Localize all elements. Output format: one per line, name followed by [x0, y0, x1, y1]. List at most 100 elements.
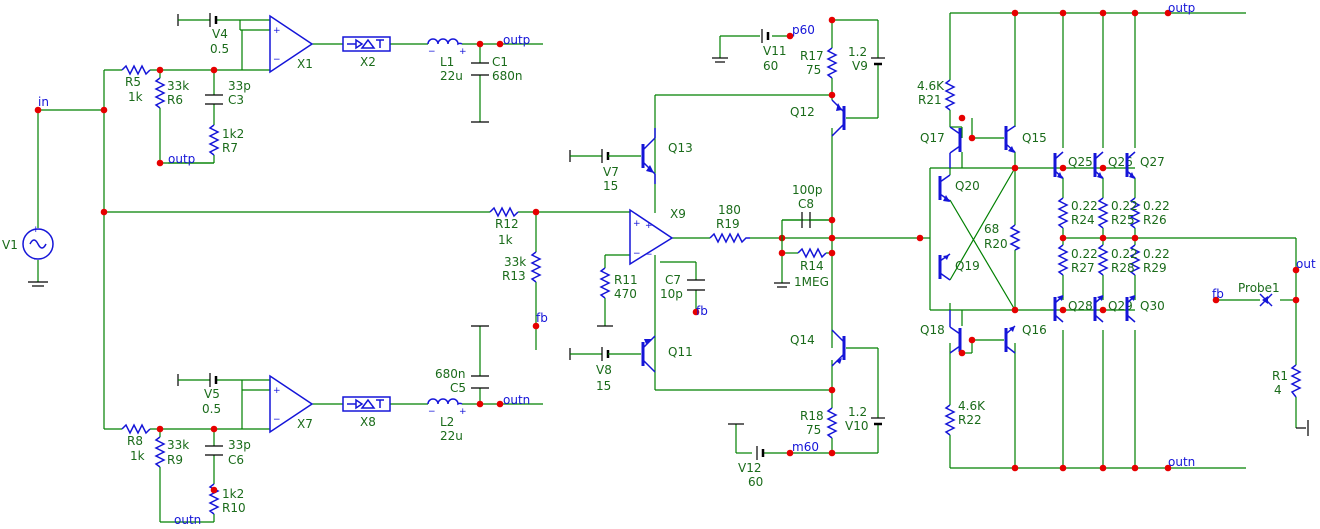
q12-label: Q12 [790, 105, 815, 119]
net-p60: p60 [792, 23, 815, 37]
r12-resistor [489, 206, 519, 218]
net-outn-bottom: outn [1168, 455, 1195, 469]
net-outp-r7: outp [168, 152, 195, 166]
r25-label: R25 [1111, 213, 1135, 227]
r12-label: R12 [495, 217, 519, 231]
q16-transistor [1004, 325, 1016, 354]
v8-value: 15 [596, 379, 611, 393]
v1-label: V1 [2, 238, 18, 252]
r17-label: R17 [800, 49, 824, 63]
x7-opamp: + − [269, 374, 314, 434]
c6-label: C6 [228, 453, 244, 467]
net-m60: m60 [792, 440, 819, 454]
c7-capacitor [687, 279, 705, 291]
c8-label: C8 [798, 197, 814, 211]
r28-resistor [1097, 244, 1109, 276]
net-outp-top: outp [1168, 1, 1195, 15]
r5-resistor [121, 64, 151, 76]
q20-transistor [938, 174, 951, 202]
r10-value: 1k2 [222, 487, 244, 501]
c6-value: 33p [228, 438, 251, 452]
c1-label: C1 [492, 55, 508, 69]
q16-label: Q16 [1022, 323, 1047, 337]
input-stage-wiring [518, 94, 920, 391]
v8-label: V8 [596, 363, 612, 377]
q30-transistor [1125, 295, 1136, 323]
r10-label: R10 [222, 501, 246, 515]
r27-resistor [1057, 244, 1069, 276]
r27-value: 0.22 [1071, 247, 1098, 261]
r6-resistor [154, 77, 166, 109]
svg-text:+: + [459, 47, 467, 57]
v10-value: 1.2 [848, 405, 867, 419]
v1-source: + − [22, 225, 54, 287]
x9-opamp: + + − − [629, 208, 674, 266]
v5-label: V5 [204, 387, 220, 401]
v4-battery [177, 13, 218, 27]
v5-battery [177, 373, 218, 387]
x2-delay-block [342, 36, 391, 52]
v11-value: 60 [763, 59, 778, 73]
r11-label: R11 [614, 273, 638, 287]
r13-label: R13 [502, 269, 526, 283]
r9-label: R9 [167, 453, 183, 467]
svg-text:+: + [633, 219, 641, 229]
q14-label: Q14 [790, 333, 815, 347]
l1-inductor [427, 38, 463, 46]
x1-label: X1 [297, 57, 313, 71]
q19-transistor [938, 253, 951, 281]
upper-error-amp-wiring [150, 19, 543, 164]
v7-label: V7 [603, 165, 619, 179]
r14-resistor [797, 247, 827, 259]
l2-label: L2 [440, 415, 454, 429]
svg-text:+: + [273, 26, 281, 36]
r19-value: 180 [718, 203, 741, 217]
c7-label: C7 [665, 273, 681, 287]
r7-resistor [208, 124, 220, 156]
c8-capacitor [782, 212, 832, 228]
r20-value: 68 [984, 222, 999, 236]
svg-text:+: + [32, 225, 40, 235]
r20-resistor [1009, 224, 1021, 251]
r1-resistor [1290, 364, 1302, 398]
r20-label: R20 [984, 237, 1008, 251]
r13-value: 33k [504, 255, 526, 269]
r19-label: R19 [716, 217, 740, 231]
r22-value: 4.6K [958, 399, 986, 413]
q28-transistor [1053, 295, 1064, 323]
net-outn-c5: outn [503, 393, 530, 407]
c5-label: C5 [450, 381, 466, 395]
r11-value: 470 [614, 287, 637, 301]
q15-label: Q15 [1022, 131, 1047, 145]
r21-label: R21 [918, 93, 942, 107]
q15-transistor [1004, 125, 1016, 153]
v4-label: V4 [212, 27, 228, 41]
r25-value: 0.22 [1111, 199, 1138, 213]
r14-label: R14 [800, 259, 824, 273]
r17-resistor [826, 47, 838, 79]
c1-capacitor [471, 62, 489, 123]
c5-capacitor [471, 325, 489, 389]
net-outp-c1: outp [503, 33, 530, 47]
r1-label: R1 [1272, 369, 1288, 383]
c3-capacitor [205, 94, 223, 105]
c5-value: 680n [435, 367, 466, 381]
output-stage-wiring [929, 12, 1297, 469]
r28-label: R28 [1111, 261, 1135, 275]
r5-label: R5 [125, 75, 141, 89]
r9-value: 33k [167, 438, 189, 452]
r27-label: R27 [1071, 261, 1095, 275]
r18-label: R18 [800, 409, 824, 423]
svg-text:−: − [273, 55, 281, 65]
q13-transistor [641, 128, 656, 184]
svg-text:−: − [633, 249, 641, 259]
c6-capacitor [205, 445, 223, 456]
input-wiring [37, 69, 490, 430]
vas-wiring [719, 19, 879, 454]
svg-text:−: − [33, 255, 41, 265]
svg-text:−: − [273, 415, 281, 425]
r8-resistor [121, 423, 151, 435]
v10-battery [871, 417, 885, 426]
r29-value: 0.22 [1143, 247, 1170, 261]
r7-label: R7 [222, 141, 238, 155]
